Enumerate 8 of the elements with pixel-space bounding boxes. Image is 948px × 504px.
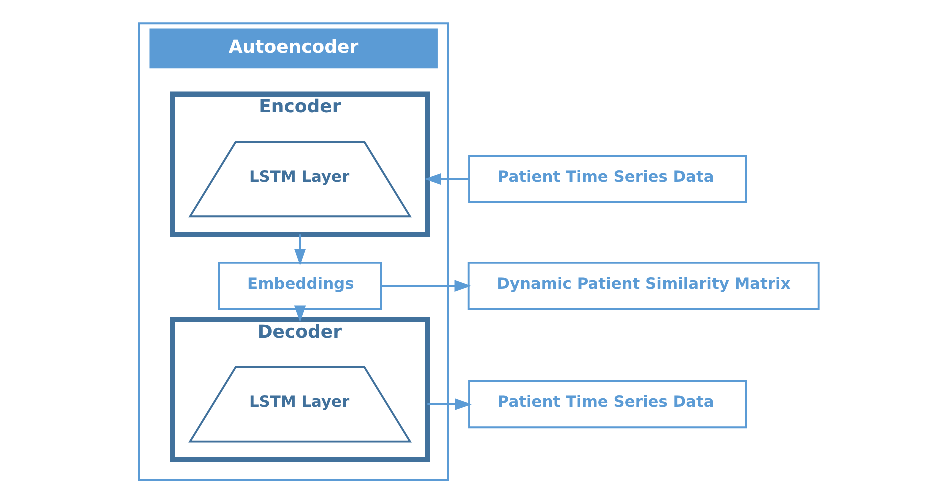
node-box: Patient Time Series Data — [468, 380, 748, 429]
node-box: Patient Time Series Data — [468, 155, 748, 204]
arrow — [424, 173, 470, 186]
arrow — [294, 234, 306, 266]
arrow — [294, 306, 306, 322]
arrow — [428, 398, 472, 410]
arrow — [381, 280, 472, 292]
node-box: Dynamic Patient Similarity Matrix — [468, 262, 820, 310]
